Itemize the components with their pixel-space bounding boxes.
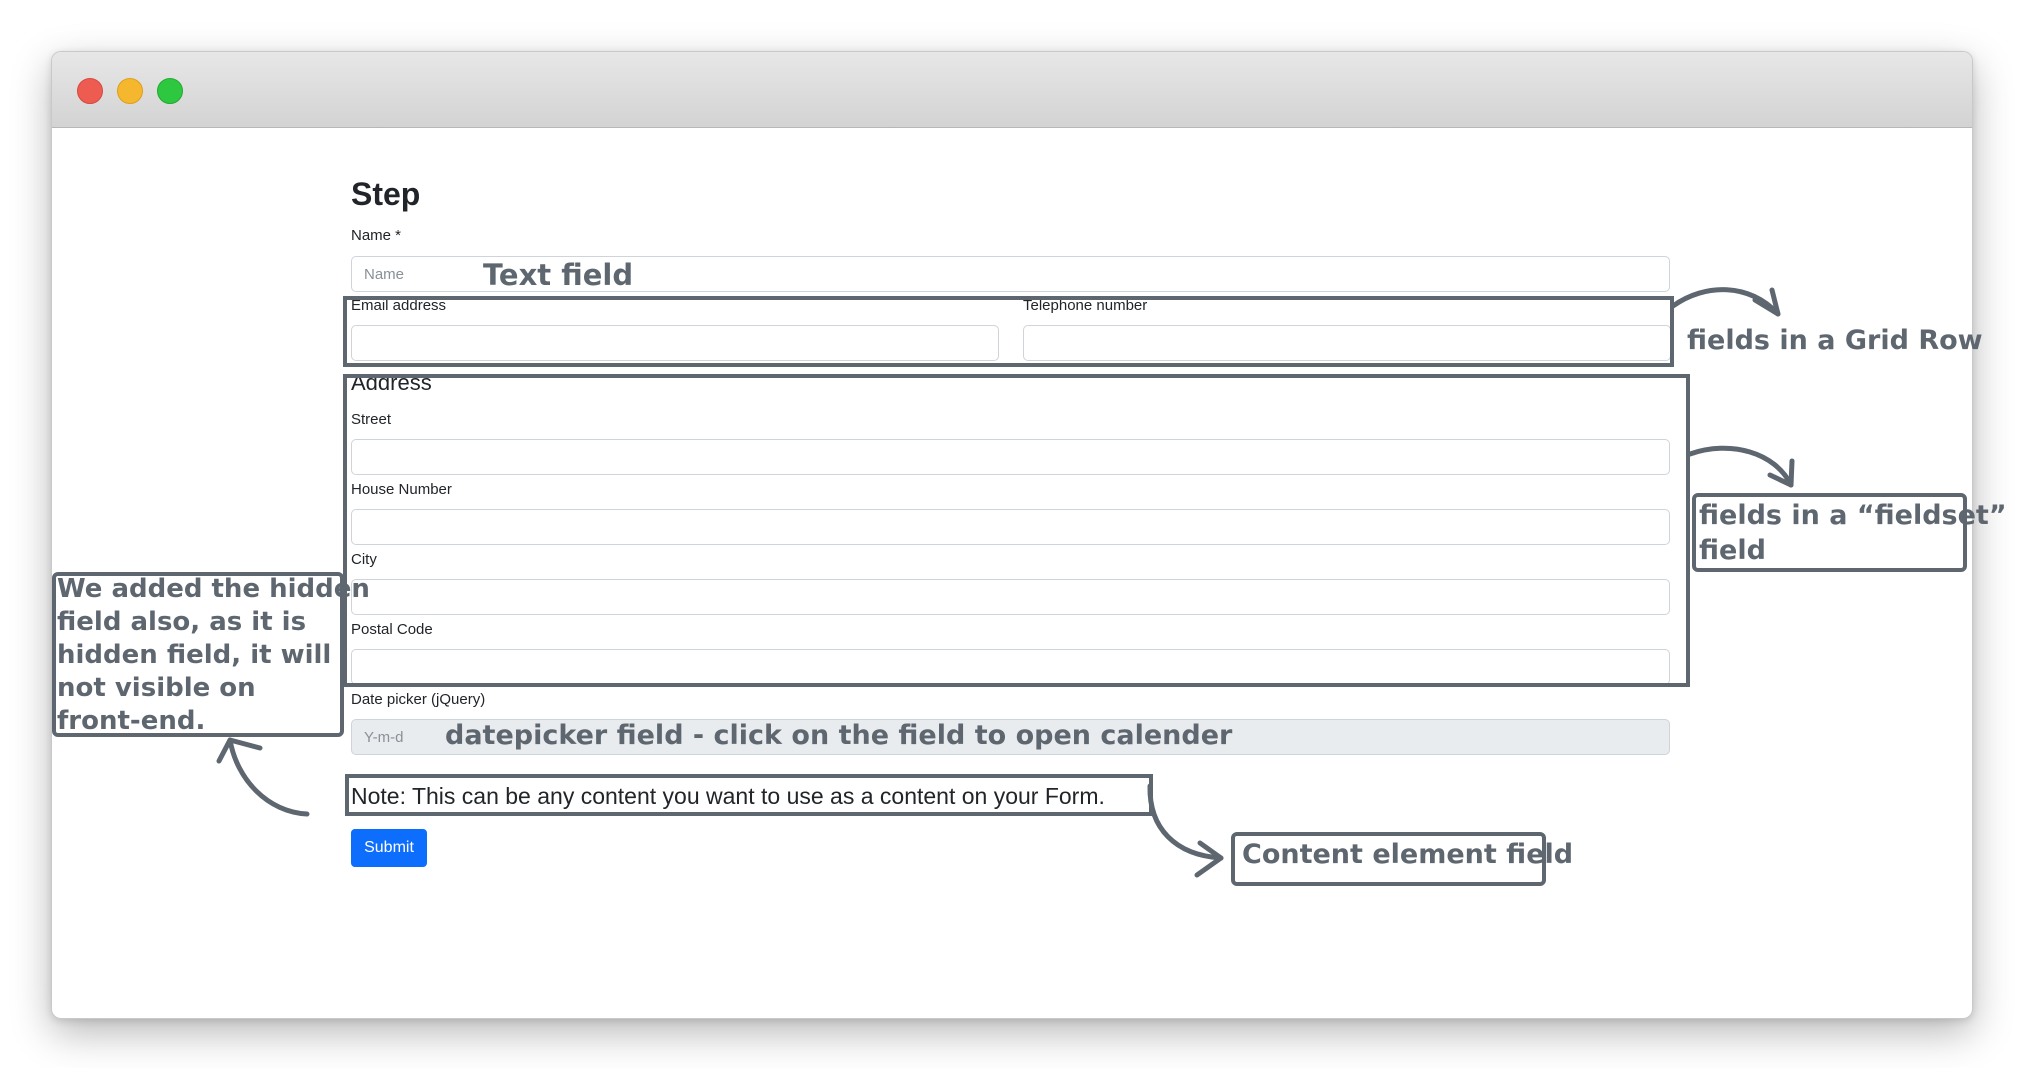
telephone-label: Telephone number [1023, 297, 1148, 314]
content-element-text: Note: This can be any content you want t… [351, 783, 1105, 809]
name-label: Name * [351, 227, 402, 244]
email-label: Email address [351, 297, 447, 314]
form-title: Step [351, 176, 421, 212]
city-label: City [351, 551, 377, 568]
email-input[interactable] [351, 325, 999, 361]
annotation-fieldset-label-box [1692, 493, 1967, 572]
annotation-hidden-field-box [52, 572, 344, 737]
submit-button[interactable]: Submit [351, 829, 427, 867]
annotation-content-element-text: Content element field [1242, 839, 1574, 870]
street-label: Street [351, 411, 392, 428]
annotation-fieldset-box [343, 374, 1690, 687]
telephone-input[interactable] [1023, 325, 1671, 361]
annotation-content-label-box [1231, 832, 1546, 886]
name-input[interactable] [351, 256, 1670, 292]
house-number-label: House Number [351, 481, 452, 498]
maximize-window-button[interactable] [157, 78, 183, 104]
annotation-fieldset-line-2: field [1699, 535, 1766, 566]
annotation-hidden-line-3: hidden field, it will [57, 640, 332, 670]
annotation-fieldset-text: fields in a “fieldset” field [1699, 498, 2007, 568]
window-titlebar [52, 52, 1972, 128]
annotation-content-box [345, 774, 1153, 816]
close-window-button[interactable] [77, 78, 103, 104]
annotation-hidden-line-4: not visible on [57, 673, 256, 703]
date-picker-input[interactable] [351, 719, 1670, 755]
annotation-grid-row-text: fields in a Grid Row [1687, 325, 1983, 356]
annotation-hidden-field-text: We added the hidden field also, as it is… [57, 573, 370, 738]
postal-code-input[interactable] [351, 649, 1670, 685]
minimize-window-button[interactable] [117, 78, 143, 104]
house-number-input[interactable] [351, 509, 1670, 545]
postal-code-label: Postal Code [351, 621, 433, 638]
city-input[interactable] [351, 579, 1670, 615]
street-input[interactable] [351, 439, 1670, 475]
annotation-grid-row-box [343, 296, 1674, 367]
date-picker-label: Date picker (jQuery) [351, 691, 486, 708]
annotation-hidden-line-5: front-end. [57, 706, 206, 736]
annotation-hidden-line-2: field also, as it is [57, 607, 307, 637]
annotation-hidden-line-1: We added the hidden [57, 574, 370, 604]
annotation-text-field: Text field [483, 258, 634, 292]
annotation-datepicker-text: datepicker field - click on the field to… [445, 720, 1233, 751]
annotation-fieldset-line-1: fields in a “fieldset” [1699, 500, 2007, 531]
